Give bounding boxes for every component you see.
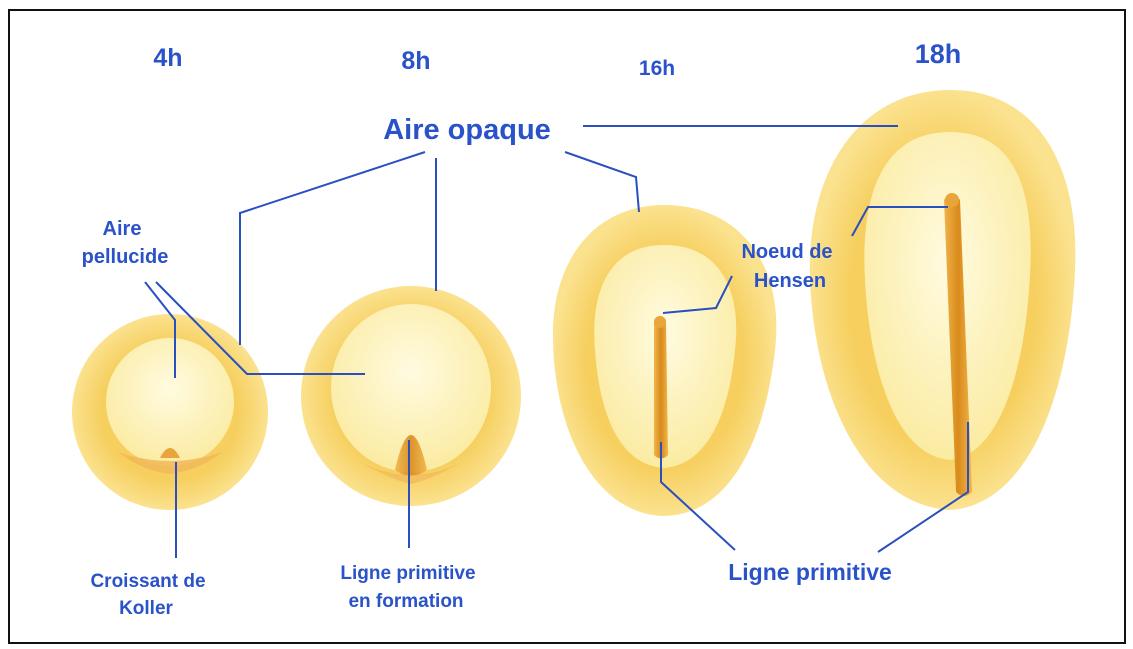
label-aire-pellucide-line1: Aire — [103, 218, 142, 240]
label-aire-pellucide-line2: pellucide — [82, 246, 169, 268]
stage-label-16h: 16h — [639, 57, 675, 80]
label-aire-opaque: Aire opaque — [383, 114, 551, 146]
label-ligne-formation-line2: en formation — [348, 591, 463, 612]
primitive-streak-16h — [654, 317, 668, 459]
label-ligne-primitive: Ligne primitive — [728, 559, 892, 585]
stage-label-8h: 8h — [401, 47, 430, 75]
embryo-4h — [72, 314, 268, 510]
label-ligne-formation-line1: Ligne primitive — [340, 563, 475, 584]
area-pellucida-4h — [106, 338, 234, 466]
stage-label-18h: 18h — [915, 39, 962, 69]
label-croissant-koller-line2: Koller — [119, 598, 173, 619]
label-noeud-hensen-line1: Noeud de — [741, 241, 832, 263]
label-noeud-hensen-line2: Hensen — [754, 270, 826, 292]
embryo-8h — [301, 286, 521, 506]
hensen-node-18h — [945, 193, 959, 207]
stage-label-4h: 4h — [153, 44, 182, 72]
label-croissant-koller-line1: Croissant de — [90, 571, 205, 592]
hensen-node-16h — [654, 316, 666, 328]
